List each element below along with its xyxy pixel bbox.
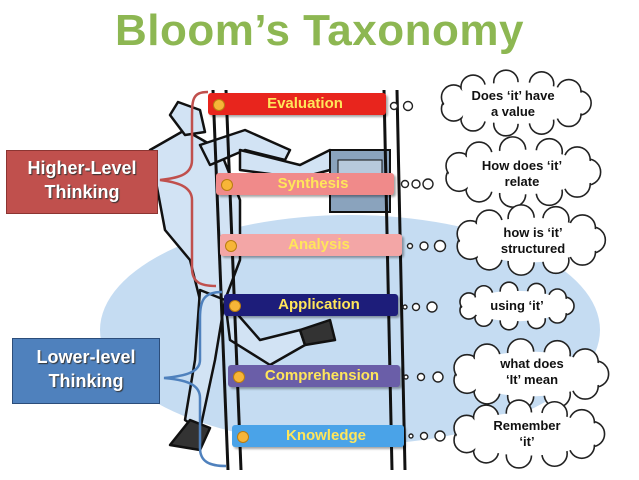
thought-cloud: [459, 281, 575, 331]
cloud-line: what does: [500, 356, 564, 371]
higher-level-line1: Higher-Level: [27, 158, 137, 178]
cloud-text-evaluation: Does ‘it’ have a value: [448, 88, 578, 120]
bullet-icon: [229, 300, 241, 312]
thought-cloud: [456, 204, 607, 276]
bullet-icon: [221, 179, 233, 191]
rung-application: Application: [224, 294, 398, 316]
bullet-icon: [213, 99, 225, 111]
lower-brace: [163, 290, 227, 468]
thought-cloud: [440, 69, 592, 137]
cloud-text-knowledge: Remember ‘it’: [462, 418, 592, 450]
lower-level-line2: Thinking: [48, 371, 124, 391]
rung-label: Evaluation: [267, 95, 343, 112]
rung-label: Comprehension: [264, 367, 380, 384]
thought-cloud: [453, 399, 606, 469]
bullet-icon: [233, 371, 245, 383]
cloud-line: ‘it’: [519, 434, 535, 449]
page-title: Bloom’s Taxonomy: [115, 6, 524, 55]
rung-label: Knowledge: [285, 427, 366, 444]
bullet-icon: [225, 240, 237, 252]
higher-level-line2: Thinking: [44, 182, 120, 202]
rung-synthesis: Synthesis: [216, 173, 394, 195]
rung-analysis: Analysis: [220, 234, 402, 256]
higher-level-box: Higher-Level Thinking: [6, 150, 158, 214]
higher-brace: [159, 90, 217, 288]
clouds-layer: [440, 69, 610, 469]
rung-knowledge: Knowledge: [232, 425, 404, 447]
cloud-line: relate: [504, 174, 540, 189]
ladder: [211, 89, 407, 471]
cloud-line: structured: [500, 241, 566, 256]
cloud-line: Does ‘it’ have: [471, 88, 555, 103]
rung-comprehension: Comprehension: [228, 365, 400, 387]
cloud-text-comprehension: what does ‘It’ mean: [462, 356, 602, 388]
rung-label: Application: [278, 296, 360, 313]
thought-cloud: [453, 338, 610, 410]
cloud-line: using ‘it’: [490, 298, 544, 313]
lower-level-box: Lower-level Thinking: [12, 338, 160, 404]
rung-label: Synthesis: [277, 175, 349, 192]
cloud-line: Remember: [493, 418, 561, 433]
cloud-line: a value: [490, 104, 536, 119]
rung-label: Analysis: [288, 236, 350, 253]
lower-level-line1: Lower-level: [36, 347, 136, 367]
cloud-text-application: using ‘it’: [462, 298, 572, 314]
cloud-line: How does ‘it’: [481, 158, 563, 173]
cloud-line: ‘It’ mean: [505, 372, 559, 387]
cloud-text-analysis: how is ‘it’ structured: [468, 225, 598, 257]
bullet-icon: [237, 431, 249, 443]
cloud-line: how is ‘it’: [503, 225, 563, 240]
cloud-text-synthesis: How does ‘it’ relate: [452, 158, 592, 190]
rung-evaluation: Evaluation: [208, 93, 386, 115]
thought-dots: [389, 100, 447, 442]
